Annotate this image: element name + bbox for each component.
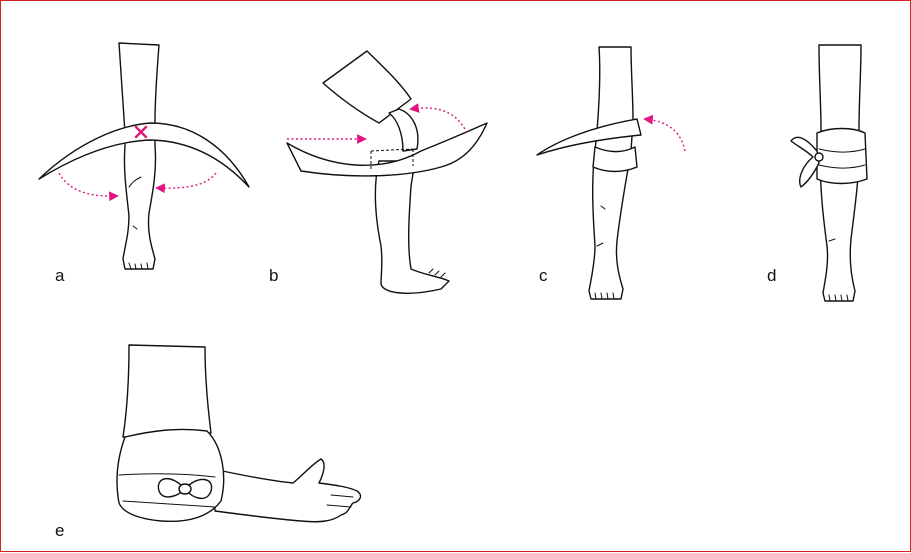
wrap-arrow-up: [411, 108, 467, 133]
bandage-d: [817, 129, 867, 184]
label-d: d: [767, 266, 776, 285]
label-c: c: [539, 266, 548, 285]
label-a: a: [55, 266, 65, 285]
fold-arrow-right: [157, 173, 216, 188]
panel-c: [537, 47, 685, 299]
forearm-e: [213, 459, 360, 522]
leg-c: [589, 47, 633, 299]
fold-arrow-left: [59, 173, 117, 196]
bandage-b: [287, 123, 487, 176]
label-e: e: [55, 521, 64, 540]
bandage-e: [117, 429, 224, 521]
leg-a: [119, 43, 159, 269]
panel-a: [39, 43, 249, 269]
label-b: b: [269, 266, 278, 285]
upper-arm-e: [123, 345, 211, 437]
lower-leg-b: [375, 161, 449, 293]
knot-d: [791, 137, 819, 187]
panel-b: [287, 51, 487, 293]
wrap-arrow-c: [645, 119, 685, 151]
panel-d: [791, 45, 867, 301]
panel-e: [117, 345, 360, 522]
